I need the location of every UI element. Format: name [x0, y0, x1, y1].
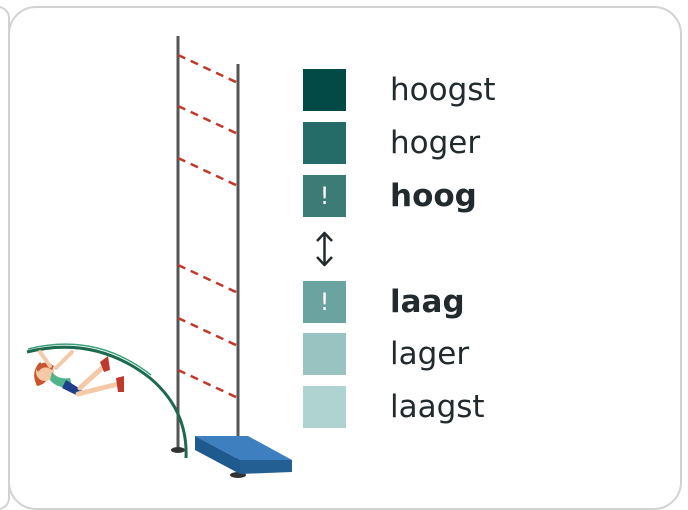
crossbar — [177, 263, 239, 295]
legend-item-hoger: hoger — [303, 122, 563, 164]
pole-vault-illustration — [26, 36, 292, 478]
color-swatch — [303, 122, 346, 164]
exclamation-mark: ! — [319, 288, 330, 316]
color-swatch: ! — [303, 281, 346, 323]
legend-item-hoogst: hoogst — [303, 69, 563, 111]
legend-item-hoog: ! hoog — [303, 175, 563, 217]
exclamation-mark: ! — [319, 182, 330, 210]
high-jump-stand — [171, 36, 246, 478]
crossbar — [177, 316, 239, 348]
legend-item-laag: ! laag — [303, 281, 563, 323]
legend-label: laagst — [390, 389, 485, 425]
crossbar — [177, 368, 239, 400]
legend-label: laag — [390, 284, 465, 320]
legend-label: hoogst — [390, 72, 496, 108]
legend-item-lager: lager — [303, 333, 563, 375]
vaulting-pole — [26, 345, 188, 459]
legend-label: hoog — [390, 178, 477, 214]
crossbar — [177, 53, 239, 85]
color-swatch — [303, 69, 346, 111]
color-swatch — [303, 333, 346, 375]
crossbar — [177, 156, 239, 188]
landing-mat — [195, 436, 292, 474]
color-swatch — [303, 386, 346, 428]
up-down-arrow-icon — [303, 228, 346, 270]
legend-label: lager — [390, 336, 470, 372]
color-swatch: ! — [303, 175, 346, 217]
crossbar — [177, 104, 239, 136]
legend-item-laagst: laagst — [303, 386, 563, 428]
legend-label: hoger — [390, 125, 481, 161]
pole-vaulter-girl — [34, 350, 124, 397]
